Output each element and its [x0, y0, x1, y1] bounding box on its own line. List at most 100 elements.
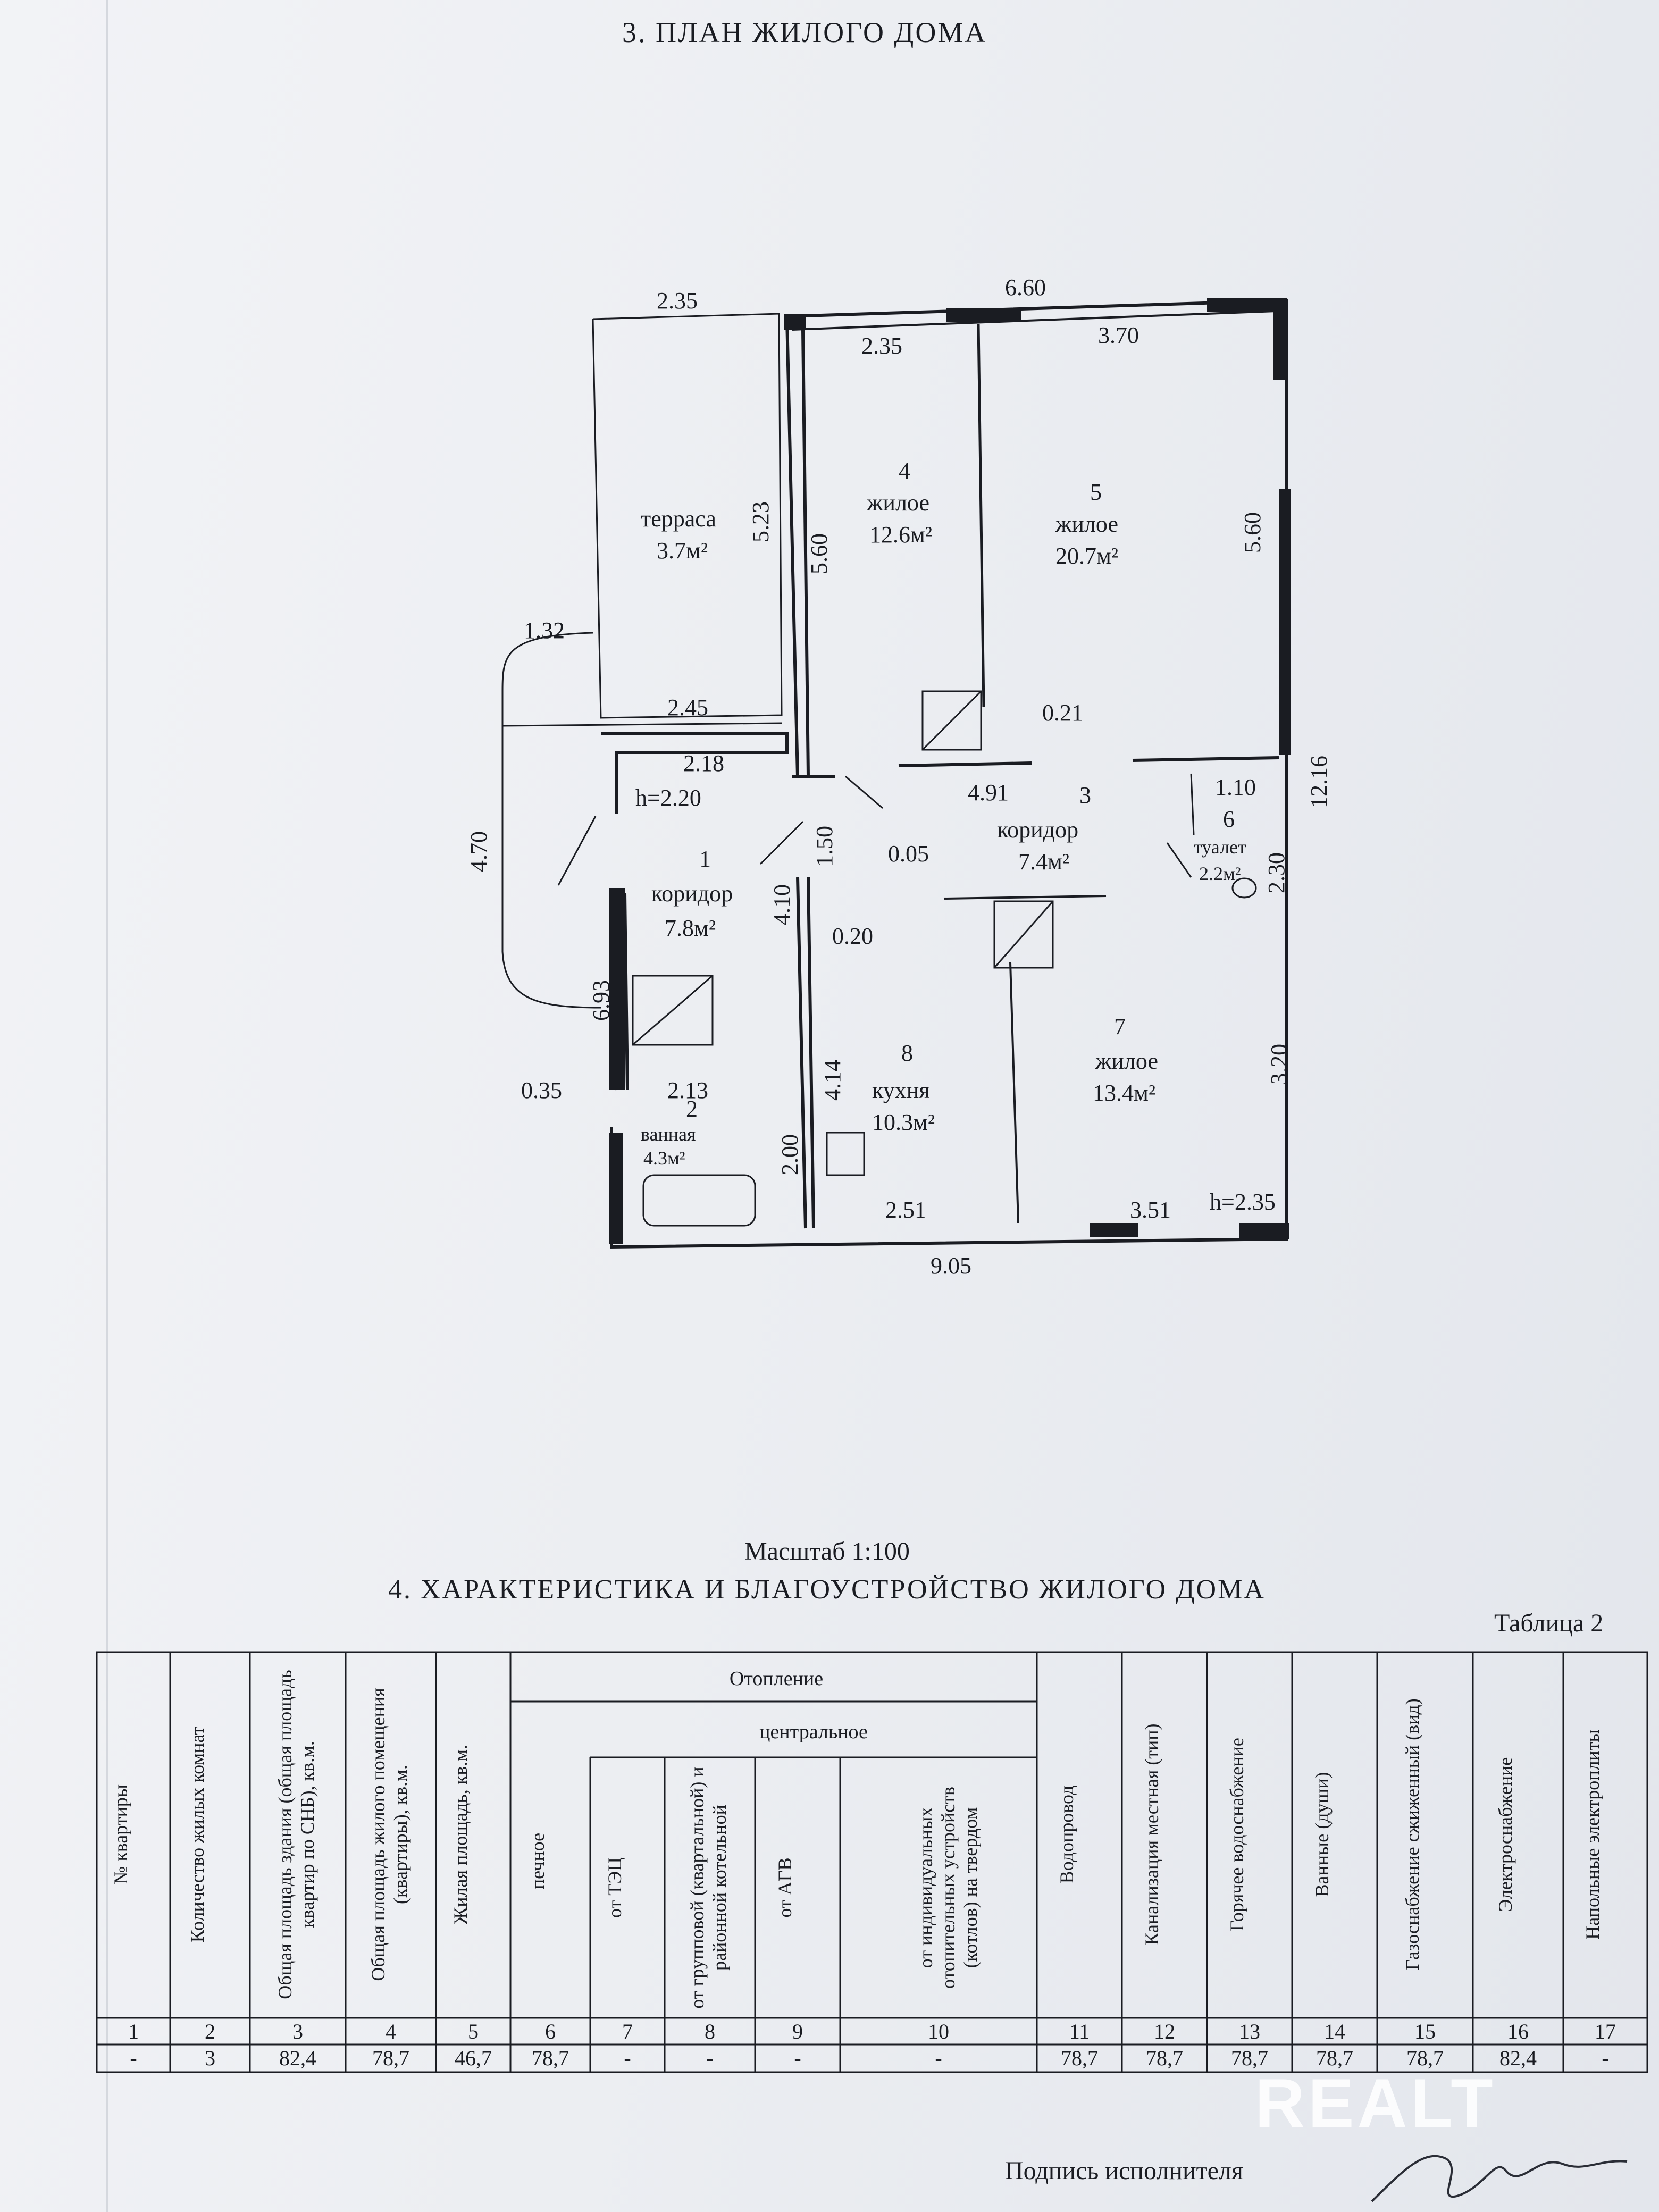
room5-area: 20.7м² — [1055, 543, 1118, 569]
table-cell: - — [794, 2046, 801, 2070]
room8-area: 10.3м² — [872, 1109, 935, 1135]
signature-mark — [1371, 2155, 1628, 2202]
table-col-number: 5 — [468, 2020, 479, 2043]
room5-name: жилое — [1055, 511, 1118, 537]
table-col-number: 6 — [545, 2020, 556, 2043]
terrace-area: 3.7м² — [657, 538, 708, 564]
table-header-col-12: Канализация местная (тип) — [1141, 1723, 1162, 1946]
table-header-col-5: Жилая площадь, кв.м. — [450, 1745, 471, 1924]
heating-group-header: Отопление — [729, 1668, 824, 1690]
table-header-col-7: от ТЭЦ — [604, 1857, 625, 1918]
dim-porch-top: 1.32 — [524, 617, 565, 643]
table-cell: - — [624, 2046, 631, 2070]
section4-title: 4. ХАРАКТЕРИСТИКА И БЛАГОУСТРОЙСТВО ЖИЛО… — [388, 1574, 1266, 1605]
room8-name: кухня — [872, 1077, 930, 1103]
dim-corr1-side: 4.10 — [769, 884, 795, 925]
table-col-number: 11 — [1069, 2020, 1090, 2043]
dim-corr1-top: 2.18 — [683, 750, 724, 776]
room7-area: 13.4м² — [1093, 1080, 1155, 1106]
room7-name: жилое — [1095, 1048, 1158, 1074]
table-col-number: 9 — [792, 2020, 803, 2043]
table-cell: - — [1602, 2046, 1609, 2070]
room8-number: 8 — [901, 1040, 913, 1066]
terrace-name: терраса — [641, 506, 716, 532]
table-cell: 82,4 — [1499, 2046, 1537, 2070]
table-header-col-2: Количество жилых комнат — [187, 1726, 208, 1943]
dim-left-side: 6.93 — [588, 980, 614, 1021]
dim-terrace-side: 5.23 — [748, 501, 774, 542]
dim-toilet-width: 1.10 — [1215, 774, 1256, 800]
table-header-col-15: Газоснабжение сжиженный (вид) — [1402, 1698, 1423, 1971]
room6-number: 6 — [1223, 806, 1235, 832]
dim-room7-bottom: 3.51 — [1130, 1197, 1171, 1223]
dim-room3-width: 4.91 — [968, 780, 1009, 806]
dim-wall-021: 0.21 — [1042, 700, 1083, 726]
dim-terrace-top: 2.35 — [657, 288, 698, 314]
table-grid — [96, 1651, 1648, 2073]
table-col-number: 15 — [1414, 2020, 1436, 2043]
room3-name: коридор — [997, 817, 1078, 843]
table-header-col-13: Горячее водоснабжение — [1226, 1738, 1247, 1931]
dim-bath-top: 2.13 — [667, 1077, 708, 1103]
table-col-number: 13 — [1239, 2020, 1260, 2043]
table-header-col-17: Напольные электроплиты — [1582, 1729, 1603, 1940]
central-group-header: центральное — [759, 1721, 868, 1743]
table-header-col-1: № квартиры — [110, 1784, 131, 1885]
dim-bath-side: 2.00 — [777, 1134, 803, 1175]
table-col-number: 10 — [928, 2020, 949, 2043]
table-cell: 3 — [205, 2046, 215, 2070]
table-header-col-11: Водопровод — [1056, 1785, 1077, 1884]
table-cell: 78,7 — [1061, 2046, 1098, 2070]
table-cell: 78,7 — [1316, 2046, 1353, 2070]
room2-number: 2 — [686, 1096, 698, 1122]
table-cell: - — [935, 2046, 942, 2070]
room6-name: туалет — [1194, 836, 1246, 858]
dim-toilet-side: 2.30 — [1263, 852, 1289, 893]
scale-label: Масштаб 1:100 — [744, 1537, 910, 1565]
room1-area: 7.8м² — [665, 915, 716, 941]
dim-corr1-height: h=2.20 — [635, 785, 701, 811]
dim-bottom-total: 9.05 — [931, 1253, 971, 1279]
table-header-col-6: печное — [527, 1832, 548, 1890]
table-cell: 78,7 — [1146, 2046, 1183, 2070]
table-col-number: 3 — [292, 2020, 303, 2043]
dim-left-total: 4.70 — [466, 831, 492, 872]
room5-number: 5 — [1090, 479, 1102, 505]
table-header-col-8: от групповой (квартальной) и районной ко… — [686, 1766, 730, 2009]
table-header-col-10: от индивидуальных отопительных устройств… — [915, 1787, 981, 1989]
dim-top-total: 6.60 — [1005, 274, 1046, 300]
room4-number: 4 — [899, 458, 910, 484]
page-fold — [106, 0, 108, 2212]
dim-total-right: 12.16 — [1306, 756, 1332, 808]
watermark-logo: REALT — [1255, 2064, 1496, 2142]
dim-room5-top: 3.70 — [1098, 322, 1139, 348]
table-col-number: 17 — [1595, 2020, 1616, 2043]
table-cell: 78,7 — [1231, 2046, 1268, 2070]
dim-kitchen-bottom: 2.51 — [885, 1197, 926, 1223]
table-header-col-16: Электроснабжение — [1495, 1757, 1516, 1912]
table-col-number: 14 — [1324, 2020, 1345, 2043]
dim-room4-side: 5.60 — [806, 533, 832, 574]
room1-number: 1 — [699, 846, 711, 872]
plan-title: 3. ПЛАН ЖИЛОГО ДОМА — [622, 16, 987, 48]
room2-name: ванная — [641, 1124, 696, 1145]
signature-label: Подпись исполнителя — [1005, 2157, 1243, 2185]
table-header-col-9: от АГВ — [774, 1857, 795, 1918]
table-cell: 78,7 — [372, 2046, 409, 2070]
table-header-col-4: Общая площадь жилого помещения (квартиры… — [367, 1688, 411, 1981]
table-col-number: 4 — [386, 2020, 396, 2043]
dim-room4-top: 2.35 — [861, 333, 902, 359]
table-col-number: 8 — [705, 2020, 715, 2043]
table-col-number: 7 — [622, 2020, 633, 2043]
dim-height-right: h=2.35 — [1210, 1189, 1276, 1215]
dim-terrace-bottom: 2.45 — [667, 694, 708, 720]
dim-corr1-gap: 1.50 — [811, 826, 837, 867]
room2-area: 4.3м² — [643, 1147, 685, 1169]
table-cell: - — [706, 2046, 714, 2070]
table-cell: 46,7 — [455, 2046, 492, 2070]
table-col-number: 2 — [205, 2020, 215, 2043]
room3-area: 7.4м² — [1018, 849, 1069, 875]
table-header-col-3: Общая площадь здания (общая площадь квар… — [274, 1670, 318, 1999]
